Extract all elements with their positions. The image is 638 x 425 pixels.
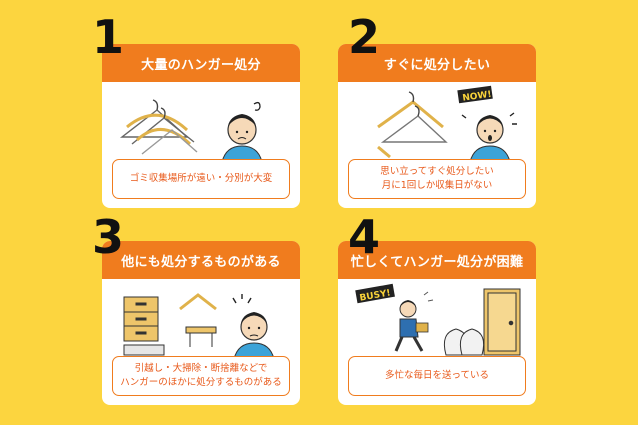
busy-person-illustration: BUSY! [355,283,521,356]
card-number-1: 1 [92,10,125,64]
card-1: 大量のハンガー処分 ゴミ収集場所が遠い・分別が大変 [102,44,300,208]
hangers-pile-illustration [119,99,263,162]
card-title-3: 他にも処分するものがある [102,241,300,279]
trash-bags-icon [443,328,485,356]
card-title-4: 忙しくてハンガー処分が困難 [338,241,536,279]
thinking-person-icon [232,294,275,359]
door-icon [483,288,521,356]
running-person-icon [394,291,434,352]
now-badge: NOW! [457,85,493,104]
svg-text:NOW!: NOW! [462,90,492,104]
card-title-2: すぐに処分したい [338,44,536,82]
card-number-4: 4 [348,210,381,264]
card-title-1: 大量のハンガー処分 [102,44,300,82]
busy-badge: BUSY! [355,283,395,304]
card-desc-4: 多忙な毎日を送っている [348,356,526,396]
card-3: 他にも処分するものがある 引越し・大掃除・断捨離などで ハンガーのほかに処分する… [102,241,300,405]
hangers-now-illustration: NOW! [377,85,517,162]
card-desc-2: 思い立ってすぐ処分したい 月に1回しか収集日がない [348,159,526,199]
card-2: すぐに処分したい NOW! 思い立ってすぐ処分したい 月に1回しか収集日がない [338,44,536,208]
card-number-3: 3 [92,210,125,264]
furniture-illustration [123,293,275,359]
card-4: 忙しくてハンガー処分が困難 BUSY! 多忙な毎日を送っている [338,241,536,405]
card-desc-1: ゴミ収集場所が遠い・分別が大変 [112,159,290,199]
worried-person-icon [221,101,263,162]
card-desc-3: 引越し・大掃除・断捨離などで ハンガーのほかに処分するものがある [112,356,290,396]
card-number-2: 2 [348,10,381,64]
surprised-person-icon [461,112,517,162]
